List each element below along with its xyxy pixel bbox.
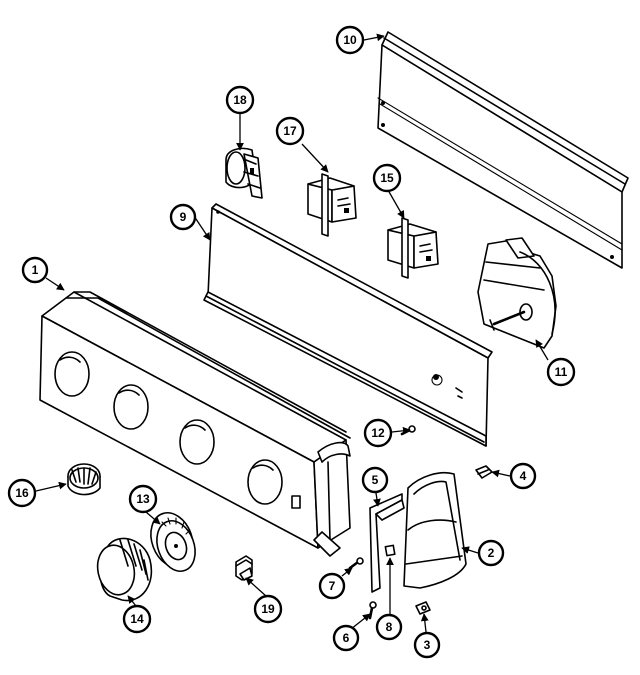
callout-17: 17 bbox=[275, 116, 305, 146]
dial-skirt-part bbox=[150, 512, 196, 572]
callout-label-10: 10 bbox=[343, 33, 357, 47]
callout-5: 5 bbox=[361, 466, 389, 494]
callout-2: 2 bbox=[477, 539, 505, 567]
clip-part-19 bbox=[235, 555, 253, 581]
callout-11: 11 bbox=[546, 357, 576, 387]
callout-label-6: 6 bbox=[343, 631, 350, 645]
callout-label-5: 5 bbox=[372, 473, 379, 487]
callout-6: 6 bbox=[332, 624, 360, 652]
callout-8: 8 bbox=[375, 613, 403, 641]
switch-part-17 bbox=[307, 173, 357, 237]
callout-4: 4 bbox=[509, 462, 537, 490]
callout-13: 13 bbox=[128, 484, 158, 514]
callout-label-9: 9 bbox=[180, 210, 187, 224]
bracket-knob-part bbox=[225, 147, 263, 199]
callout-label-13: 13 bbox=[136, 492, 150, 506]
callout-label-1: 1 bbox=[32, 263, 39, 277]
callout-16: 16 bbox=[7, 478, 37, 508]
callout-10: 10 bbox=[335, 25, 365, 55]
callout-1: 1 bbox=[21, 256, 49, 284]
callout-label-8: 8 bbox=[386, 620, 393, 634]
callout-label-17: 17 bbox=[283, 124, 297, 138]
switch-part-15 bbox=[387, 217, 439, 279]
callout-12: 12 bbox=[363, 418, 393, 448]
callout-label-11: 11 bbox=[555, 365, 568, 379]
callout-7: 7 bbox=[318, 572, 346, 600]
callout-15: 15 bbox=[372, 163, 402, 193]
callout-label-14: 14 bbox=[130, 612, 144, 626]
large-knob-part bbox=[96, 537, 153, 602]
callout-label-2: 2 bbox=[488, 546, 495, 560]
end-cap-part bbox=[403, 472, 467, 589]
callout-label-19: 19 bbox=[261, 602, 275, 616]
callout-label-7: 7 bbox=[329, 579, 336, 593]
callout-label-3: 3 bbox=[424, 638, 431, 652]
callout-14: 14 bbox=[122, 604, 152, 634]
callout-label-16: 16 bbox=[15, 486, 29, 500]
rear-panel-part bbox=[377, 31, 629, 269]
callout-label-18: 18 bbox=[233, 93, 247, 107]
callout-19: 19 bbox=[253, 594, 283, 624]
timer-part bbox=[477, 237, 557, 349]
control-console-part bbox=[39, 291, 351, 557]
lens-strip-part bbox=[369, 493, 405, 593]
callout-18: 18 bbox=[225, 85, 255, 115]
leader-lines bbox=[35, 33, 549, 634]
callout-label-12: 12 bbox=[371, 426, 385, 440]
callout-label-4: 4 bbox=[520, 469, 527, 483]
callout-9: 9 bbox=[169, 203, 197, 231]
callout-label-15: 15 bbox=[380, 171, 394, 185]
callout-3: 3 bbox=[413, 631, 441, 659]
backguard-panel-part bbox=[203, 203, 493, 447]
small-knob-part bbox=[67, 463, 101, 496]
